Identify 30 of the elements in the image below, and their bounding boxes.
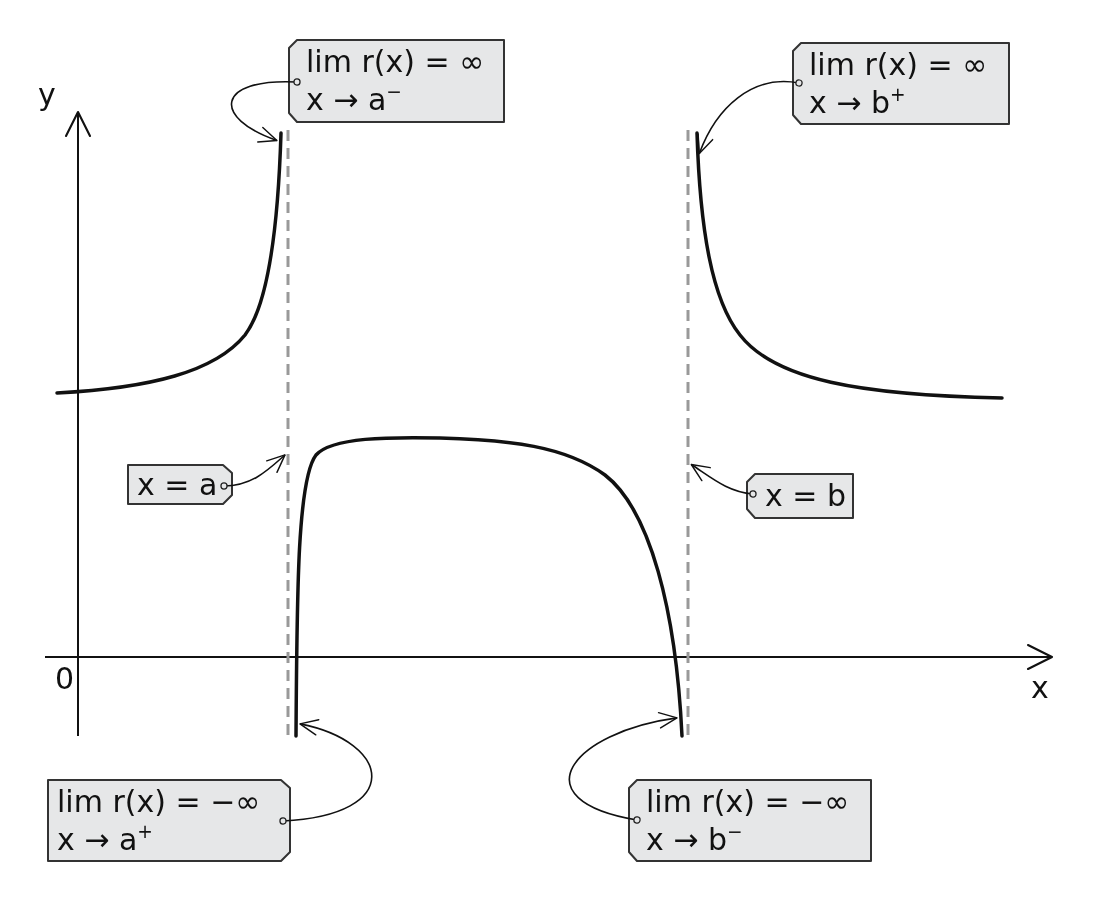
label-tag: [127, 464, 233, 505]
leader-arrow: [568, 712, 678, 824]
label-tag: [288, 39, 505, 123]
function-curve: [55, 131, 283, 395]
limit-expression: lim r(x) = −∞: [57, 782, 261, 821]
label-tag: [792, 42, 1010, 125]
asymptote-line: [686, 130, 690, 736]
leader-arrow: [279, 720, 373, 825]
label-tag: [746, 473, 854, 519]
limit-subscript: x → b$^{−}$: [646, 820, 743, 859]
limit-expression: lim r(x) = ∞: [809, 45, 988, 84]
function-curve: [294, 435, 684, 738]
asymptote-equation: x = a: [137, 465, 218, 504]
leader-arrow: [220, 454, 286, 490]
axis-label: x: [1031, 673, 1049, 703]
label-tag: [628, 779, 872, 862]
leader-arrow: [231, 78, 301, 142]
limit-subscript: x → a$^{+}$: [57, 820, 153, 859]
axis-label: y: [38, 80, 56, 110]
limit-subscript: x → a$^{−}$: [306, 81, 402, 119]
function-curve: [695, 131, 1004, 400]
origin-label: 0: [55, 664, 75, 694]
leader-arrow: [690, 463, 757, 498]
leader-arrow: [698, 79, 803, 155]
limit-subscript: x → b$^{+}$: [809, 83, 906, 122]
limit-expression: lim r(x) = −∞: [646, 782, 850, 821]
label-tag: [47, 779, 291, 862]
limit-expression: lim r(x) = ∞: [306, 43, 485, 81]
asymptote-equation: x = b: [765, 477, 846, 515]
asymptote-line: [286, 130, 290, 736]
